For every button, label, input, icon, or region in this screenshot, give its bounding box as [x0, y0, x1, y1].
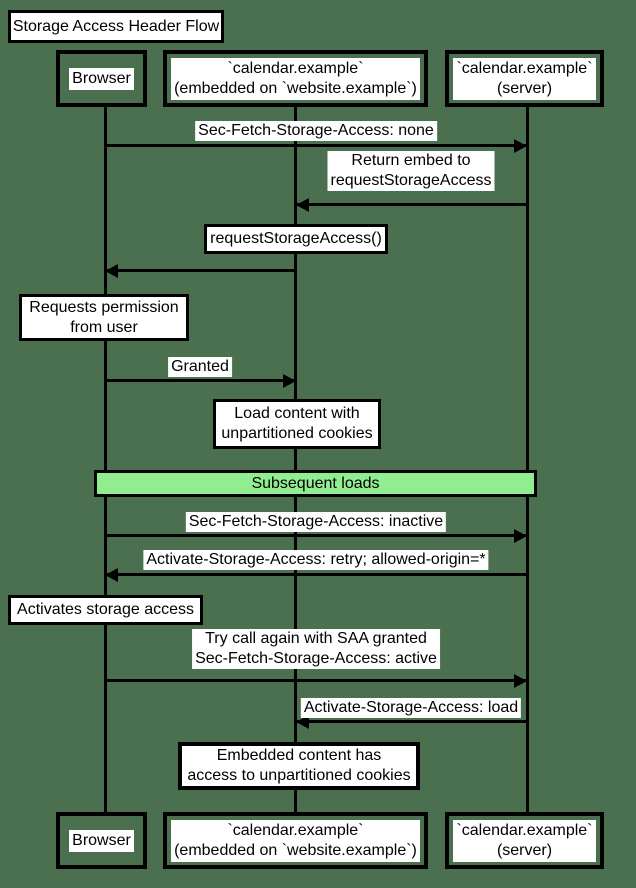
arrowhead-right-icon: [514, 674, 527, 688]
actor-top-embed-line1: `calendar.example`: [227, 59, 364, 77]
message-8-line: [296, 720, 527, 723]
actor-bottom-server-line1: `calendar.example`: [456, 821, 593, 839]
actor-top-embed-line2: (embedded on `website.example`): [174, 79, 417, 97]
actor-top-browser-label: Browser: [69, 67, 134, 90]
actor-bottom-embed-label: `calendar.example` (embedded on `website…: [171, 819, 420, 862]
lifeline-server: [526, 107, 529, 812]
lifeline-embed: [294, 107, 297, 812]
message-8-label: Activate-Storage-Access: load: [300, 698, 522, 718]
actor-top-server-label: `calendar.example` (server): [453, 57, 596, 100]
lifeline-browser: [104, 107, 107, 812]
actor-bottom-browser-box: Browser: [56, 812, 147, 869]
actor-bottom-embed-box: `calendar.example` (embedded on `website…: [163, 812, 428, 869]
note-requests-permission-line2: from user: [70, 318, 138, 336]
message-7-label: Try call again with SAA granted Sec-Fetc…: [192, 629, 440, 669]
diagram-title: Storage Access Header Flow: [12, 17, 220, 35]
message-2-label: Return embed to requestStorageAccess: [327, 151, 495, 191]
message-6-label: Activate-Storage-Access: retry; allowed-…: [143, 550, 489, 570]
arrowhead-right-icon: [514, 529, 527, 543]
message-4-label: Granted: [168, 357, 232, 377]
actor-bottom-browser-label: Browser: [69, 829, 134, 852]
note-request-storage-access: requestStorageAccess(): [204, 224, 388, 254]
message-7-line2: Sec-Fetch-Storage-Access: active: [195, 650, 437, 667]
message-3-line: [105, 269, 296, 272]
message-7-line1: Try call again with SAA granted: [205, 630, 427, 647]
note-activates-storage: Activates storage access: [8, 595, 203, 625]
actor-bottom-embed-line1: `calendar.example`: [227, 821, 364, 839]
note-request-storage-access-text: requestStorageAccess(): [210, 230, 382, 247]
message-1-label: Sec-Fetch-Storage-Access: none: [195, 121, 437, 141]
arrowhead-left-icon: [105, 264, 118, 278]
message-6-line: [105, 573, 527, 576]
note-load-content-line1: Load content with: [234, 405, 360, 422]
note-requests-permission-line1: Requests permission: [29, 298, 179, 316]
message-2-line2: requestStorageAccess: [330, 172, 492, 189]
note-load-content: Load content with unpartitioned cookies: [213, 399, 381, 449]
arrowhead-right-icon: [283, 374, 296, 388]
message-2-line1: Return embed to: [351, 152, 471, 169]
actor-top-server-line1: `calendar.example`: [456, 59, 593, 77]
message-7-line: [105, 679, 527, 682]
actor-top-server-box: `calendar.example` (server): [445, 50, 604, 107]
note-embedded-content: Embedded content has access to unpartiti…: [178, 742, 420, 790]
note-activates-storage-text: Activates storage access: [17, 601, 194, 618]
note-embedded-content-line1: Embedded content has: [216, 747, 382, 764]
arrowhead-left-icon: [296, 198, 309, 212]
message-2-line: [296, 203, 527, 206]
note-requests-permission: Requests permission from user: [19, 294, 189, 341]
actor-bottom-server-line2: (server): [496, 841, 553, 859]
actor-top-embed-label: `calendar.example` (embedded on `website…: [171, 57, 420, 100]
actor-bottom-embed-line2: (embedded on `website.example`): [174, 841, 417, 859]
message-4-line: [105, 379, 296, 382]
message-1-line: [105, 144, 527, 147]
note-embedded-content-line2: access to unpartitioned cookies: [187, 767, 411, 784]
message-5-label: Sec-Fetch-Storage-Access: inactive: [185, 512, 447, 532]
diagram-title-box: Storage Access Header Flow: [8, 10, 224, 43]
actor-top-server-line2: (server): [496, 79, 553, 97]
arrowhead-right-icon: [514, 139, 527, 153]
actor-top-embed-box: `calendar.example` (embedded on `website…: [163, 50, 428, 107]
message-5-line: [105, 534, 527, 537]
subsequent-loads-label: Subsequent loads: [251, 474, 380, 492]
arrowhead-left-icon: [105, 568, 118, 582]
note-load-content-line2: unpartitioned cookies: [221, 425, 373, 442]
subsequent-loads-band: Subsequent loads: [94, 470, 537, 497]
actor-top-browser-box: Browser: [56, 50, 147, 107]
actor-bottom-server-label: `calendar.example` (server): [453, 819, 596, 862]
arrowhead-left-icon: [296, 715, 309, 729]
actor-bottom-server-box: `calendar.example` (server): [445, 812, 604, 869]
